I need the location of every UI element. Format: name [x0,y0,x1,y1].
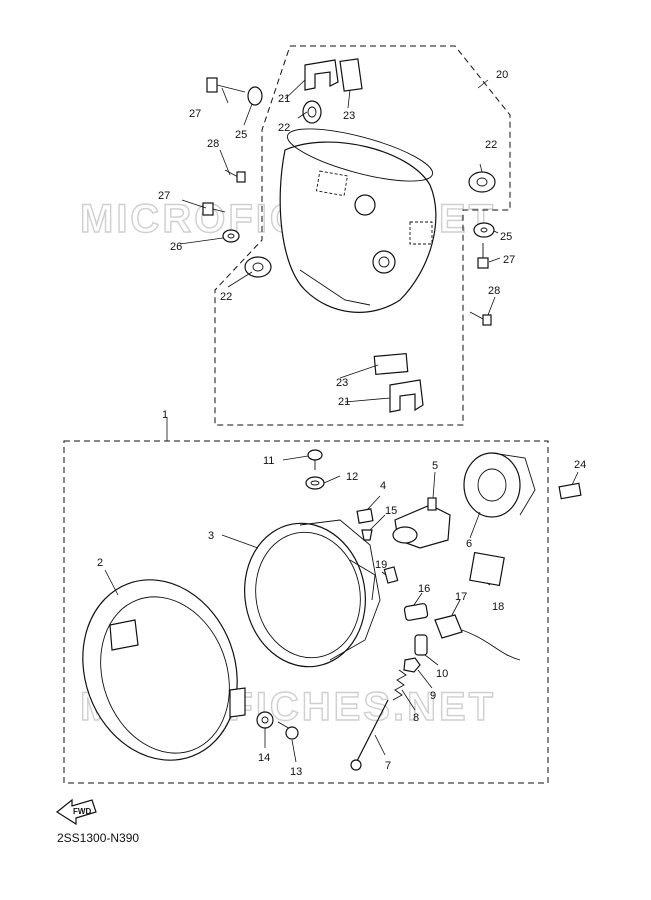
pad-23-bottom [373,352,409,376]
grommet-22-a [302,100,322,124]
callout-3: 3 [208,530,214,542]
callout-8: 8 [413,712,419,724]
pad-18 [469,551,505,587]
callout-25-b: 25 [500,231,512,243]
nut-4 [356,508,374,524]
bolt-27-a [206,77,246,93]
grommet-12 [305,476,325,490]
callout-24: 24 [574,459,586,471]
callout-5: 5 [432,460,438,472]
callout-27-c: 27 [503,254,515,266]
collar-25-a [247,86,263,106]
callout-2: 2 [97,557,103,569]
screw-13 [277,721,299,740]
callout-6: 6 [466,538,472,550]
screw-11 [307,449,323,470]
bolt-7 [350,699,389,771]
callout-26: 26 [170,241,182,253]
callout-15: 15 [385,505,397,517]
washer-26 [222,229,240,243]
callout-10: 10 [436,668,448,680]
rim-2 [82,579,246,761]
callout-12: 12 [346,471,358,483]
callout-14: 14 [258,752,270,764]
callout-20: 20 [496,69,508,81]
holder-21-bottom [389,379,424,413]
bolt-27-b [202,202,226,216]
callout-27-a: 27 [189,108,201,120]
damper-19 [383,566,399,584]
leader-lines [104,79,579,763]
screw-28-b [469,311,492,326]
callout-7: 7 [385,760,391,772]
screw-28-a [224,169,246,183]
clip-15 [361,529,373,541]
holder-21-top [304,59,339,91]
callout-9: 9 [430,690,436,702]
callout-28-b: 28 [488,285,500,297]
grommet-22-b [468,171,496,193]
callout-19: 19 [375,559,387,571]
callout-25-a: 25 [235,129,247,141]
collar-25-b [473,222,495,238]
callout-21-bottom: 21 [338,396,350,408]
callout-16: 16 [418,583,430,595]
pad-23-top [339,58,363,92]
callout-11: 11 [263,455,274,467]
callout-labels: 1 2 3 4 5 6 7 8 9 10 11 12 13 14 15 16 1… [97,69,586,778]
cap-10 [414,634,428,656]
spring-8 [392,669,407,701]
assembly-20-boundary [214,45,511,426]
cover-6 [463,452,536,518]
fwd-label: FWD [73,807,91,816]
callout-18: 18 [492,601,504,613]
callout-1: 1 [162,409,168,421]
callout-23-top: 23 [343,110,355,122]
callout-4: 4 [380,480,386,492]
lens-unit-3 [244,519,381,668]
callout-21-top: 21 [278,93,290,105]
forward-arrow-icon: FWD [55,798,97,826]
grommet-14 [256,711,274,729]
band-24 [558,482,582,500]
callout-23-bottom: 23 [336,377,348,389]
callout-17: 17 [455,591,467,603]
callout-22-c: 22 [220,291,232,303]
bulb-5 [392,497,451,549]
callout-28-a: 28 [207,138,219,150]
bolt-27-c [477,243,489,269]
callout-22-b: 22 [485,139,497,151]
diagram-code: 2SS1300-N390 [57,831,139,845]
socket-16 [403,603,429,621]
callout-22-a: 22 [278,122,290,134]
headlight-housing [279,128,437,313]
nut-9 [403,657,421,673]
callout-13: 13 [290,766,302,778]
bulb-17 [434,614,521,661]
callout-27-b: 27 [158,190,170,202]
assembly-1-boundary [63,440,549,784]
